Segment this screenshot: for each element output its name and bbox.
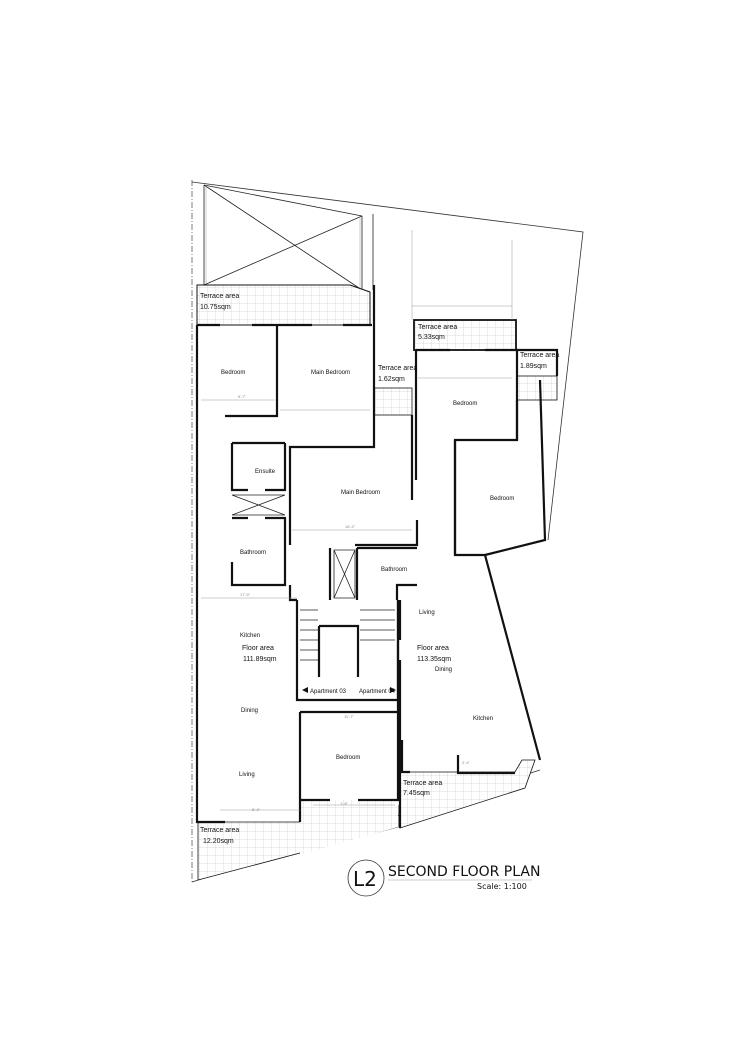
dimension-label: 1'-8" — [340, 801, 349, 806]
floor-area-value: 111.89sqm — [243, 656, 277, 663]
dimension-label: 17'-9" — [240, 592, 251, 597]
level-code: L2 — [353, 867, 377, 891]
apartment-label: Apartment 04 — [359, 689, 396, 695]
stair-core — [231, 494, 395, 661]
floor-area-label: Floor area — [242, 645, 274, 652]
dimension-labels: 9'-7" 8'-4" 17'-9" 16'-2" 11'-7" 2'-4" 1… — [238, 394, 471, 812]
terrace-label: Terrace area — [378, 365, 417, 372]
room-label: Living — [419, 610, 435, 616]
apartment-04: Bedroom Bedroom Bathroom Living Floor ar… — [336, 401, 514, 761]
terrace-area: 7.45sqm — [403, 790, 430, 797]
terraces — [196, 284, 558, 881]
dimension-label: 11'-7" — [344, 714, 354, 719]
room-label: Kitchen — [473, 716, 493, 722]
arrow-left-icon — [302, 687, 308, 693]
room-label: Bedroom — [221, 370, 245, 376]
room-label: Bathroom — [381, 567, 407, 573]
terrace-label: Terrace area — [200, 293, 239, 300]
void-area — [203, 184, 363, 291]
plan-scale: Scale: 1:100 — [477, 882, 527, 891]
terrace-area: 10.75sqm — [200, 304, 231, 311]
terrace-area: 1.89sqm — [520, 363, 547, 370]
room-label: Dining — [435, 667, 452, 673]
room-label: Bedroom — [336, 755, 360, 761]
room-label: Bedroom — [453, 401, 477, 407]
arrow-right-icon — [390, 687, 396, 693]
terrace-area: 12.20sqm — [203, 838, 234, 845]
title-block: L2 SECOND FLOOR PLAN Scale: 1:100 — [347, 859, 540, 897]
level-circle — [347, 859, 385, 897]
room-label: Ensuite — [255, 469, 276, 475]
room-label: Bedroom — [490, 496, 514, 502]
terrace-area: 1.62sqm — [378, 376, 405, 383]
dimension-label: 16'-2" — [345, 524, 356, 529]
floor-area-label: Floor area — [417, 645, 449, 652]
dimension-label: 9'-7" — [238, 394, 247, 399]
room-label: Main Bedroom — [311, 370, 350, 376]
walls — [195, 285, 559, 828]
terrace-labels: Terrace area 10.75sqm Terrace area 1.62s… — [200, 293, 559, 845]
terrace-label: Terrace area — [418, 324, 457, 331]
room-label: Bathroom — [240, 550, 266, 556]
terrace-label: Terrace area — [520, 352, 559, 359]
terrace-area: 5.33sqm — [418, 334, 445, 341]
terrace-label: Terrace area — [200, 827, 239, 834]
room-label: Living — [239, 772, 255, 778]
apartment-03: Bedroom Main Bedroom Ensuite Main Bedroo… — [221, 370, 380, 778]
dimension-lines — [201, 185, 513, 811]
floor-area-value: 113.35sqm — [417, 656, 451, 663]
apartment-label: Apartment 03 — [310, 689, 347, 695]
dimension-label: 8'-4" — [252, 807, 261, 812]
room-label: Kitchen — [240, 633, 260, 639]
plan-title: SECOND FLOOR PLAN — [388, 864, 540, 880]
dimension-label: 2'-4" — [462, 760, 471, 765]
terrace-label: Terrace area — [403, 780, 442, 787]
room-label: Dining — [241, 708, 258, 714]
room-label: Main Bedroom — [341, 490, 380, 496]
